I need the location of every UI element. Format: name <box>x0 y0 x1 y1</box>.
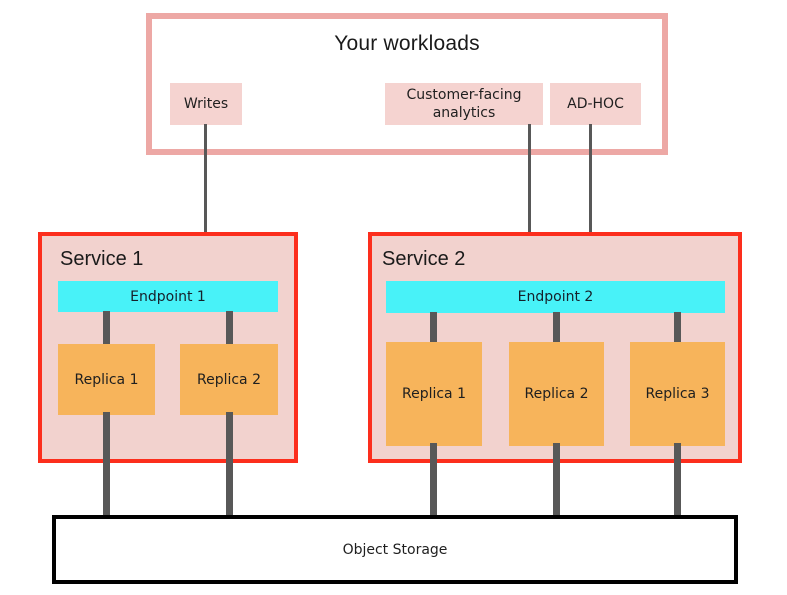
service-2-replica-1[interactable]: Replica 1 <box>386 342 482 446</box>
connector-endpoint1-replica2 <box>226 311 233 347</box>
workloads-title: Your workloads <box>334 32 480 55</box>
connector-s2-replica3-storage <box>674 443 681 518</box>
workload-chip-customer-facing-analytics[interactable]: Customer-facing analytics <box>385 83 543 125</box>
connector-s2-replica2-storage <box>553 443 560 518</box>
service-2-replica-2[interactable]: Replica 2 <box>509 342 604 446</box>
connector-s1-replica2-storage <box>226 412 233 518</box>
connector-endpoint2-replica1 <box>430 312 437 345</box>
endpoint-2[interactable]: Endpoint 2 <box>386 281 725 313</box>
service-2-label: Service 2 <box>382 248 466 270</box>
service-1-label: Service 1 <box>60 248 144 270</box>
connector-s2-replica1-storage <box>430 443 437 518</box>
connector-endpoint2-replica2 <box>553 312 560 345</box>
connector-s1-replica1-storage <box>103 412 110 518</box>
service-2-replica-3[interactable]: Replica 3 <box>630 342 725 446</box>
service-1-replica-2[interactable]: Replica 2 <box>180 344 278 415</box>
connector-endpoint1-replica1 <box>103 311 110 347</box>
object-storage-box[interactable]: Object Storage <box>52 515 738 584</box>
connector-endpoint2-replica3 <box>674 312 681 345</box>
workload-chip-writes[interactable]: Writes <box>170 83 242 125</box>
endpoint-1[interactable]: Endpoint 1 <box>58 281 278 312</box>
workload-chip-ad-hoc[interactable]: AD-HOC <box>550 83 641 125</box>
service-1-replica-1[interactable]: Replica 1 <box>58 344 155 415</box>
